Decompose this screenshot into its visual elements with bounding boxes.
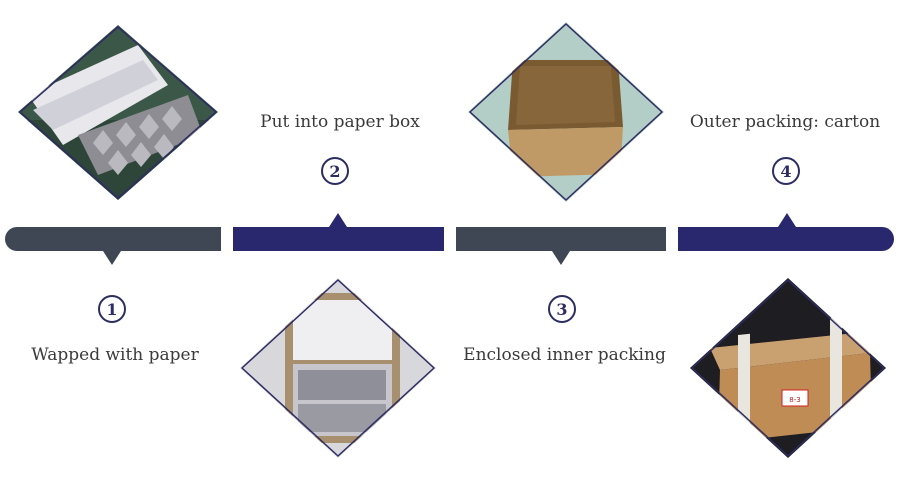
timeline-segment-1 bbox=[5, 227, 221, 251]
step-label-1: Wapped with paper bbox=[31, 345, 199, 365]
step-number-3: 3 bbox=[548, 295, 576, 323]
timeline-pointer-2 bbox=[329, 213, 347, 227]
step-number-4: 4 bbox=[772, 157, 800, 185]
timeline-segment-2 bbox=[233, 227, 444, 251]
step-number-1: 1 bbox=[98, 295, 126, 323]
timeline-segment-3 bbox=[456, 227, 666, 251]
timeline-pointer-3 bbox=[552, 251, 570, 265]
timeline-pointer-1 bbox=[103, 251, 121, 265]
photo-wrapped-with-paper bbox=[18, 25, 218, 200]
photo-paper-box bbox=[240, 278, 436, 458]
photo-outer-carton: 8-3 bbox=[690, 278, 886, 458]
step-label-2: Put into paper box bbox=[260, 112, 420, 132]
photo-inner-packing bbox=[468, 22, 664, 202]
step-label-3: Enclosed inner packing bbox=[463, 345, 666, 365]
timeline-segment-4 bbox=[678, 227, 894, 251]
step-label-4: Outer packing: carton bbox=[689, 112, 881, 132]
timeline-pointer-4 bbox=[778, 213, 796, 227]
step-number-2: 2 bbox=[321, 157, 349, 185]
carton-tag-text: 8-3 bbox=[789, 396, 800, 404]
